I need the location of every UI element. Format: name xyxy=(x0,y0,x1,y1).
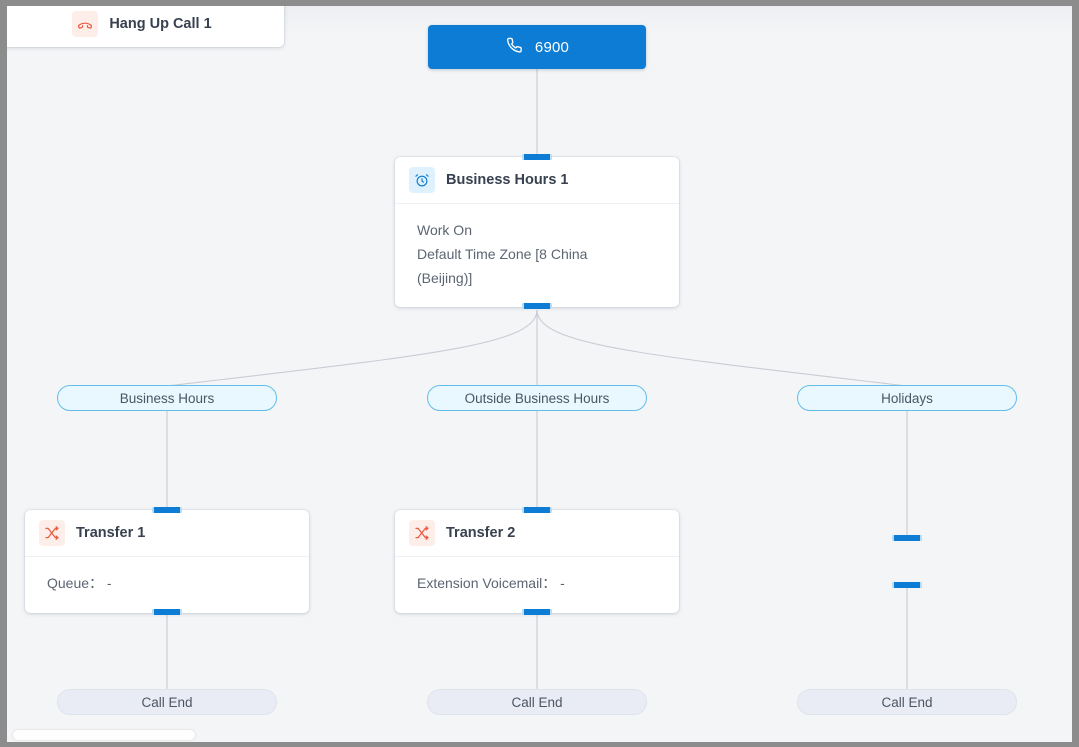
branch-pill-outside-business-hours[interactable]: Outside Business Hours xyxy=(427,385,647,411)
horizontal-scrollbar-track[interactable] xyxy=(7,728,1072,742)
port-hang-up-in[interactable] xyxy=(892,535,922,541)
transfer-1-header: Transfer 1 xyxy=(25,510,309,557)
flow-canvas[interactable]: 6900 Business Hours 1 W xyxy=(7,6,1072,742)
root-node-label: 6900 xyxy=(534,38,570,56)
branch-pill-outside-business-hours-label: Outside Business Hours xyxy=(464,390,610,406)
transfer-2-voicemail-detail: Extension Voicemail： - xyxy=(417,575,565,591)
port-transfer-2-out[interactable] xyxy=(522,609,552,615)
port-hang-up-out[interactable] xyxy=(892,582,922,588)
call-end-pill-3[interactable]: Call End xyxy=(797,689,1017,715)
call-end-pill-2-label: Call End xyxy=(511,694,563,710)
call-end-pill-3-label: Call End xyxy=(881,694,933,710)
port-business-hours-out[interactable] xyxy=(522,303,552,309)
port-transfer-2-in[interactable] xyxy=(522,507,552,513)
hang-up-call-title: Hang Up Call 1 xyxy=(109,15,212,32)
business-hours-work-on: Work On xyxy=(417,222,472,238)
port-transfer-1-in[interactable] xyxy=(152,507,182,513)
transfer-2-header: Transfer 2 xyxy=(395,510,679,557)
branch-pill-holidays-label: Holidays xyxy=(881,390,933,406)
branch-pill-holidays[interactable]: Holidays xyxy=(797,385,1017,411)
phone-icon xyxy=(505,36,523,58)
transfer-2-body: Extension Voicemail： - xyxy=(395,557,679,611)
horizontal-scrollbar-thumb[interactable] xyxy=(13,730,195,740)
business-hours-header: Business Hours 1 xyxy=(395,157,679,204)
alarm-clock-icon xyxy=(409,167,435,193)
transfer-2-node[interactable]: Transfer 2 Extension Voicemail： - xyxy=(395,510,679,613)
business-hours-title: Business Hours 1 xyxy=(446,172,569,188)
root-extension-node[interactable]: 6900 xyxy=(428,25,646,69)
transfer-2-title: Transfer 2 xyxy=(446,525,516,541)
link-branch-business-hours xyxy=(166,309,538,387)
hang-up-call-node[interactable]: Hang Up Call 1 xyxy=(7,6,284,47)
business-hours-node[interactable]: Business Hours 1 Work On Default Time Zo… xyxy=(395,157,679,307)
link-branch-holidays xyxy=(536,309,908,387)
transfer-shuffle-icon xyxy=(409,520,435,546)
transfer-shuffle-icon xyxy=(39,520,65,546)
call-end-pill-1[interactable]: Call End xyxy=(57,689,277,715)
branch-pill-business-hours-label: Business Hours xyxy=(119,390,215,406)
business-hours-body: Work On Default Time Zone [8 China (Beij… xyxy=(395,204,679,306)
connector-lines xyxy=(166,69,908,690)
transfer-1-queue-detail: Queue： - xyxy=(47,575,112,591)
port-business-hours-in[interactable] xyxy=(522,154,552,160)
branch-pill-business-hours[interactable]: Business Hours xyxy=(57,385,277,411)
port-transfer-1-out[interactable] xyxy=(152,609,182,615)
business-hours-timezone-line-1: Default Time Zone [8 China xyxy=(417,246,588,262)
transfer-1-title: Transfer 1 xyxy=(76,525,146,541)
business-hours-timezone-line-2: (Beijing)] xyxy=(417,270,473,286)
hang-up-phone-icon xyxy=(72,10,99,37)
transfer-1-body: Queue： - xyxy=(25,557,309,611)
flow-content: 6900 Business Hours 1 W xyxy=(7,6,1072,742)
call-end-pill-1-label: Call End xyxy=(141,694,193,710)
transfer-1-node[interactable]: Transfer 1 Queue： - xyxy=(25,510,309,613)
call-end-pill-2[interactable]: Call End xyxy=(427,689,647,715)
